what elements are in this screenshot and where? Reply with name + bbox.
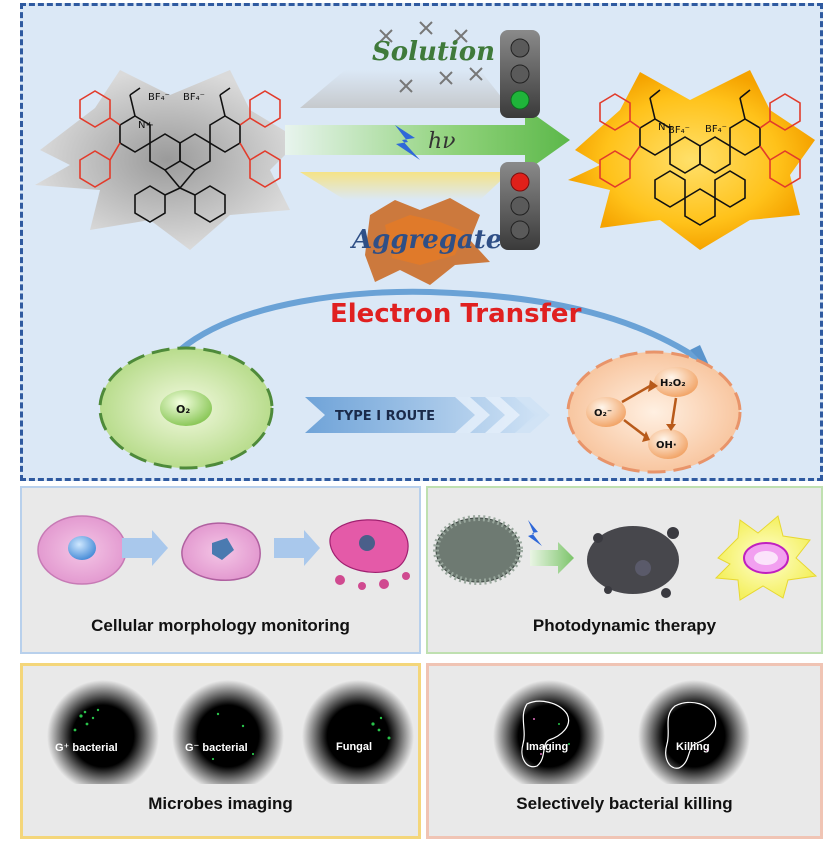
microscope-circle-fungal — [302, 680, 414, 784]
microscope-circle-gplus — [47, 680, 159, 784]
panel-bacterial-killing: Imaging Killing Selectively bacterial ki… — [426, 663, 823, 839]
microscope-circle-gminus — [172, 680, 284, 784]
morph-arrow-2 — [274, 530, 320, 566]
photodynamic-therapy-label: Photodynamic therapy — [532, 616, 717, 635]
bacterium-spiky — [433, 515, 523, 585]
superoxide-label: O₂⁻ — [594, 408, 612, 419]
label-killing: Killing — [676, 741, 710, 753]
microscope-circle-killing — [638, 680, 750, 784]
label-gplus: G⁺ bacterial — [55, 742, 118, 754]
route-label: TYPE Ⅰ ROUTE — [335, 409, 435, 424]
morph-arrow-1 — [122, 530, 168, 566]
aggregate-particles — [365, 198, 490, 285]
microbes-imaging-circles — [47, 680, 414, 784]
glowing-killed-bacterium — [714, 515, 818, 601]
o2-label: O₂ — [176, 403, 190, 416]
aggregate-label: Aggregate — [349, 225, 502, 255]
panel-cellular-morphology: Cellular morphology monitoring — [20, 486, 421, 654]
panel-microbes-imaging: G⁺ bacterial G⁻ bacterial Fungal Microbe… — [20, 663, 421, 839]
bacterial-killing-label: Selectively bacterial killing — [516, 794, 733, 813]
yellow-cone — [300, 172, 510, 200]
shrinking-cell — [181, 522, 261, 582]
n-plus-right: N+ — [658, 122, 674, 133]
gray-starburst — [35, 70, 300, 250]
right-molecule: N+ BF₄⁻ BF₄⁻ — [568, 70, 815, 250]
microscope-circle-imaging — [493, 680, 605, 784]
electron-transfer-label: Electron Transfer — [330, 299, 582, 329]
bf4-left-1: BF₄⁻ — [148, 92, 170, 103]
oh-label: OH· — [656, 440, 677, 451]
pdt-arrow — [530, 542, 574, 574]
solution-particles — [379, 21, 483, 93]
label-gminus: G⁻ bacterial — [185, 742, 248, 754]
photodynamic-illustration — [433, 515, 818, 601]
bf4-left-2: BF₄⁻ — [183, 92, 205, 103]
panel-photodynamic-therapy: Photodynamic therapy — [426, 486, 823, 654]
main-arrow — [285, 108, 570, 172]
bf4-right-2: BF₄⁻ — [705, 124, 727, 135]
electron-transfer-arc — [178, 288, 702, 363]
bacterial-killing-circles — [493, 680, 750, 784]
left-molecule: N+ BF₄⁻ BF₄⁻ — [35, 70, 300, 250]
traffic-light-aggregate — [500, 162, 540, 250]
fragmented-cell — [329, 519, 410, 590]
hv-label: hν — [428, 129, 456, 154]
gray-cone — [300, 70, 510, 108]
oxygen-cell: O₂ — [98, 346, 274, 470]
type-one-route-arrow: TYPE Ⅰ ROUTE — [305, 397, 550, 433]
o2-ball — [160, 390, 212, 426]
damaged-bacterium — [587, 526, 679, 598]
label-imaging: Imaging — [526, 741, 569, 753]
cellular-morphology-label: Cellular morphology monitoring — [91, 616, 350, 635]
conversion-arrow-group: hν — [285, 70, 570, 200]
ros-cell: O₂⁻ H₂O₂ OH· — [566, 350, 742, 474]
n-plus-left: N+ — [138, 120, 154, 131]
light-bolt-icon — [528, 520, 542, 546]
h2o2-label: H₂O₂ — [660, 378, 686, 389]
traffic-light-solution — [500, 30, 540, 118]
label-fungal: Fungal — [336, 741, 373, 753]
microbes-imaging-label: Microbes imaging — [148, 794, 293, 813]
bf4-right-1: BF₄⁻ — [668, 125, 690, 136]
yellow-starburst — [568, 70, 815, 250]
solution-label: Solution — [372, 37, 495, 67]
cellular-morphology-illustration — [37, 515, 410, 590]
healthy-cell — [37, 515, 127, 585]
